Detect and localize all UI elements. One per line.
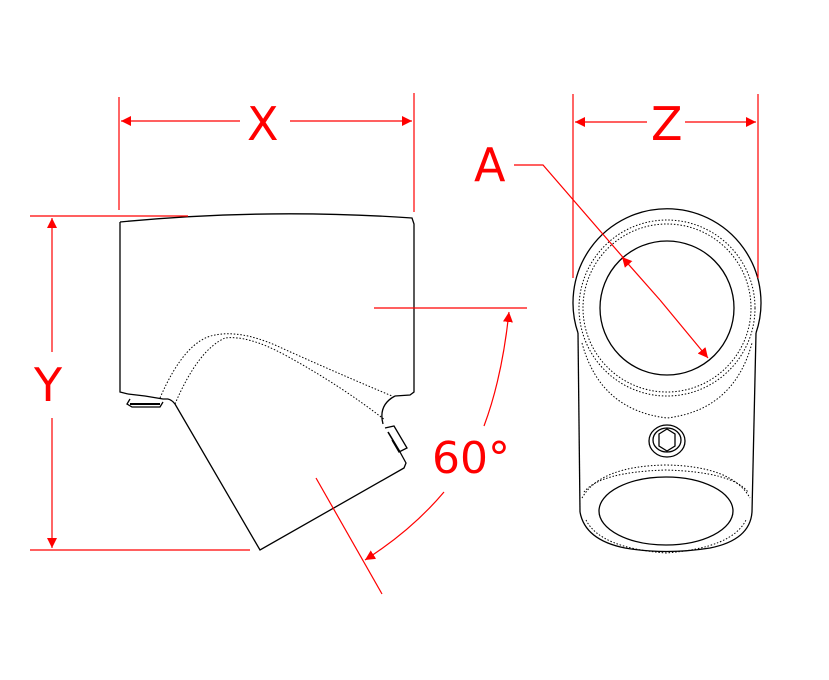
dimension-a <box>514 164 709 359</box>
end-view-outline <box>572 208 762 553</box>
dimension-z <box>572 94 759 278</box>
dimension-label-x: X <box>247 97 279 151</box>
dimension-label-angle: 60° <box>432 433 510 484</box>
dimension-label-y: Y <box>34 358 63 412</box>
dimension-angle <box>315 307 527 595</box>
dimension-y <box>30 215 250 551</box>
side-view-outline <box>119 213 415 551</box>
dimension-label-a: A <box>474 138 506 192</box>
end-view-hidden-lines <box>578 219 756 554</box>
dimension-label-z: Z <box>651 97 683 151</box>
dimension-x <box>118 93 415 212</box>
side-view-hidden-lines <box>159 333 393 421</box>
